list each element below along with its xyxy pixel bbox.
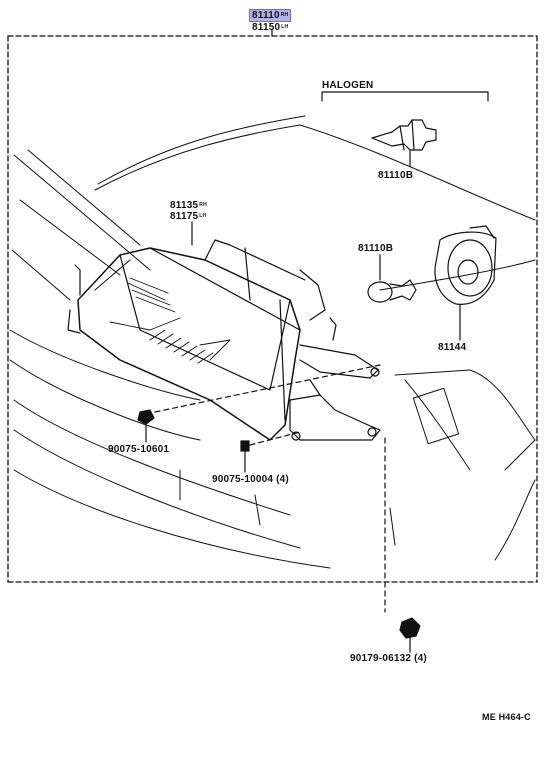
bulb-part-label: 81110B — [358, 243, 394, 254]
housing-lh-label: 81175LH — [170, 211, 206, 222]
socket-81144 — [434, 225, 497, 341]
clip-a — [137, 409, 155, 443]
top-part-line1: 81110 — [252, 10, 280, 21]
body-lines — [9, 115, 536, 569]
housing-rh-side: RH — [199, 202, 207, 208]
leader-a — [154, 364, 381, 413]
top-part-line2: 81150 — [252, 22, 281, 33]
nut-part — [399, 617, 421, 653]
diagram-code: ME H464-C — [482, 712, 531, 722]
bulb-81110b — [367, 254, 417, 303]
clip-a-label: 90075-10601 — [108, 444, 170, 455]
headlamp-housing — [67, 239, 337, 441]
clip-b — [240, 440, 250, 473]
top-part-number-2: 81150LH — [252, 22, 288, 33]
clip-b-label: 90075-10004 (4) — [212, 474, 289, 485]
housing-rh-number: 81135 — [170, 200, 199, 211]
top-part-line1-side: RH — [280, 12, 289, 18]
halogen-label: HALOGEN — [322, 80, 374, 91]
diagram-frame — [7, 35, 538, 583]
halogen-bulb — [371, 119, 437, 167]
leader-b — [249, 431, 301, 446]
top-part-number: 81110RH — [249, 9, 292, 22]
housing-rh-label: 81135RH — [170, 200, 207, 211]
top-part-highlight: 81110RH — [249, 9, 292, 22]
side-marker-recess — [412, 387, 460, 445]
nut-label: 90179-06132 (4) — [350, 653, 427, 664]
housing-lh-side: LH — [199, 213, 207, 219]
halogen-bulb-part: 81110B — [378, 170, 414, 181]
top-part-line2-side: LH — [281, 24, 289, 30]
mounting-bracket — [289, 344, 381, 441]
housing-lh-number: 81175 — [170, 211, 199, 222]
socket-part-label: 81144 — [438, 342, 467, 353]
halogen-bracket — [321, 91, 489, 102]
